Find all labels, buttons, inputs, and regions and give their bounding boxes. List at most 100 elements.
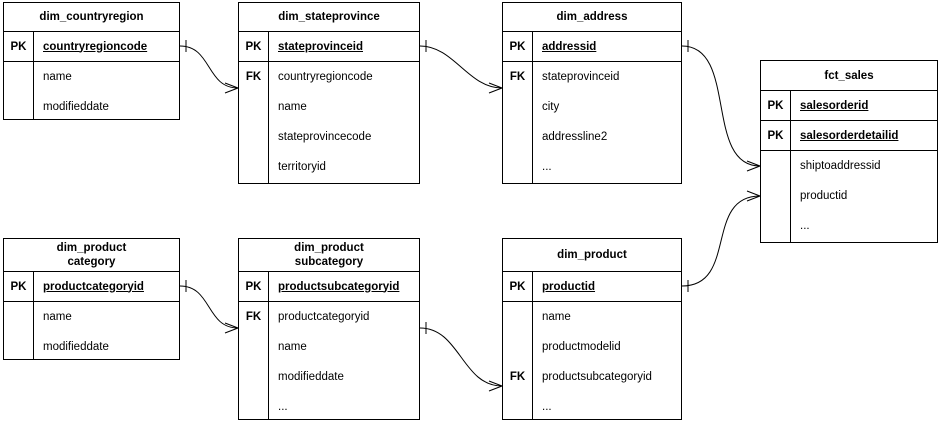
attribute-name: productcategoryid [43,280,144,293]
cardinality-many-marker [224,87,239,94]
attribute-block: FK productcategoryid name modifieddate... [239,302,419,419]
cardinality-many-marker [746,160,761,167]
attribute-name: productid [542,280,596,293]
attribute-name: name [542,311,571,323]
attribute-column: name modifieddate [34,62,179,119]
pk-row[interactable]: PK addressid [503,32,681,62]
attribute-name: name [278,341,307,353]
pk-row[interactable]: PK countryregioncode [4,32,179,62]
relationship-line [419,45,503,89]
key-badge: PK [239,32,269,61]
cardinality-many-marker [224,327,239,334]
relationship-productcategory-to-subcategory [179,280,239,334]
attribute-name: addressline2 [542,131,608,143]
key-badge: PK [4,272,34,301]
table-title: dim_product subcategory [239,239,419,272]
attribute-name: shiptoaddressid [800,160,881,172]
key-column [4,302,34,359]
attribute-name: salesorderdetailid [800,129,899,142]
attribute-name: name [43,71,72,83]
attribute-name: ... [542,161,552,173]
cardinality-many-marker [488,385,503,392]
attribute-column: stateprovinceid city addressline2... [533,62,681,183]
attribute-block: FK stateprovinceid city addressline2... [503,62,681,183]
table-title: dim_product [503,239,681,272]
attribute-name: productid [800,190,848,202]
relationship-line [681,195,761,287]
key-badge: PK [4,32,34,61]
cardinality-many-marker [488,380,503,387]
key-column: FK [503,302,533,419]
cardinality-many-marker [746,195,761,202]
relationship-line [419,327,503,387]
relationship-product-to-fctsales [681,190,761,292]
relationship-line [179,45,239,89]
cardinality-many-marker [488,87,503,94]
table-title: dim_address [503,3,681,32]
cardinality-many-marker [746,190,761,197]
attribute-name: ... [800,220,810,232]
attribute-column: productcategoryid name modifieddate... [269,302,419,419]
relationship-subcategory-to-product [419,322,503,392]
attribute-name: stateprovinceid [278,40,363,53]
attribute-name: city [542,101,560,113]
attribute-name: ... [278,401,288,413]
table-title: dim_stateprovince [239,3,419,32]
key-badge: PK [239,272,269,301]
key-badge: PK [761,91,791,120]
cardinality-many-marker [488,82,503,89]
attribute-name: addressid [542,40,597,53]
table-title: dim_product category [4,239,179,272]
attribute-name: productcategoryid [278,311,370,323]
key-badge: PK [503,32,533,61]
attribute-block: shiptoaddressid productid... [761,151,937,242]
attribute-name: stateprovinceid [542,71,620,83]
pk-row[interactable]: PK productid [503,272,681,302]
attribute-name: countryregioncode [278,71,373,83]
pk-row[interactable]: PK salesorderid [761,91,937,121]
pk-row[interactable]: PK productcategoryid [4,272,179,302]
relationship-stateprovince-to-address [419,40,503,94]
pk-row[interactable]: PK stateprovinceid [239,32,419,62]
attribute-name: salesorderid [800,99,869,112]
cardinality-many-marker [224,82,239,89]
table-title: fct_sales [761,61,937,91]
relationship-address-to-fctsales [681,40,761,172]
key-badge: FK [245,311,262,323]
attribute-name: modifieddate [43,101,109,113]
key-column: FK [239,302,269,419]
cardinality-many-marker [746,165,761,172]
attribute-name: countryregioncode [43,40,148,53]
attribute-block: name modifieddate [4,62,179,119]
key-column [4,62,34,119]
key-column [761,151,791,242]
attribute-name: modifieddate [278,371,344,383]
key-badge: FK [509,71,526,83]
attribute-name: productsubcategoryid [542,371,652,383]
relationship-countryregion-to-stateprovince [179,40,239,94]
key-badge: FK [509,371,526,383]
relationship-line [681,45,761,167]
key-badge: FK [245,71,262,83]
key-column: FK [503,62,533,183]
table-title: dim_countryregion [4,3,179,32]
attribute-name: name [43,311,72,323]
attribute-column: shiptoaddressid productid... [791,151,937,242]
key-badge: PK [503,272,533,301]
